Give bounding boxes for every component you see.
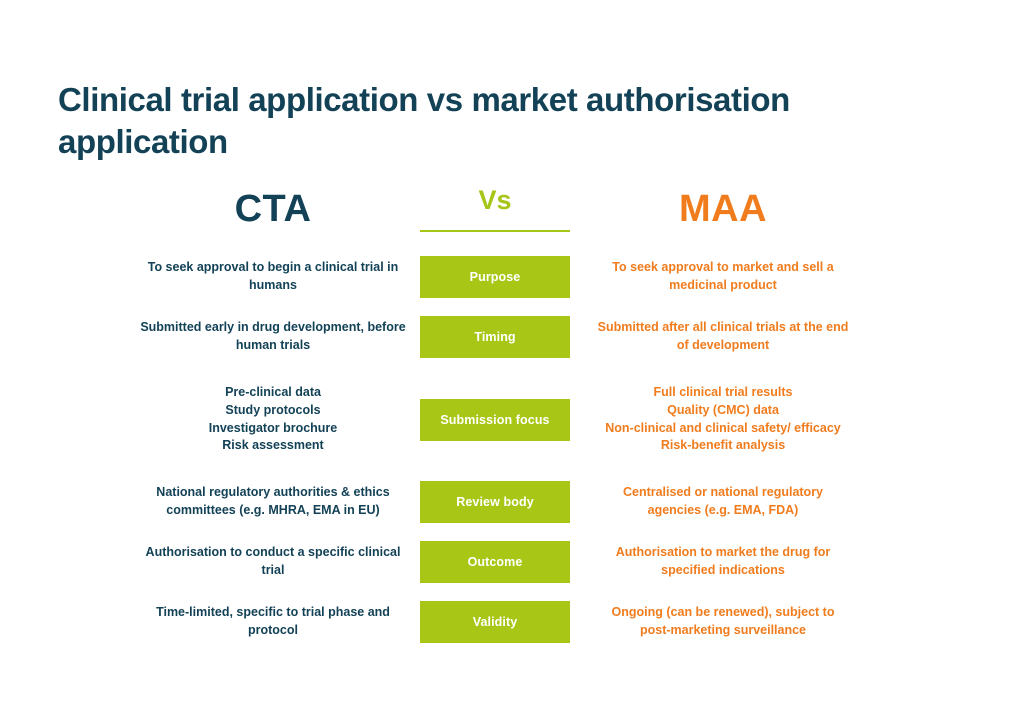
header-cell-vs: Vs xyxy=(420,184,570,232)
row-gap xyxy=(0,358,1024,384)
cta-cell: Submitted early in drug development, bef… xyxy=(140,320,406,352)
cta-cell: Time-limited, specific to trial phase an… xyxy=(156,605,390,637)
criterion-label: Review body xyxy=(420,481,570,523)
criterion-label: Submission focus xyxy=(420,398,570,441)
maa-cell: To seek approval to market and sell a me… xyxy=(612,260,834,292)
header-cell-cta: CTA xyxy=(140,190,420,228)
cta-cell: Authorisation to conduct a specific clin… xyxy=(145,545,401,577)
comparison-table: CTA Vs MAA To seek approval to begin a c… xyxy=(0,180,1024,643)
maa-cell: Ongoing (can be renewed), subject to pos… xyxy=(611,605,835,637)
cta-cell: Pre-clinical data Study protocols Invest… xyxy=(208,385,338,453)
header-label-maa: MAA xyxy=(678,188,768,230)
row-gap xyxy=(0,298,1024,316)
row-gap xyxy=(0,455,1024,481)
table-row: National regulatory authorities & ethics… xyxy=(0,481,1024,523)
criterion-label: Validity xyxy=(420,601,570,643)
vs-underline-divider xyxy=(420,229,570,232)
header-label-cta: CTA xyxy=(234,188,312,230)
table-row: Submitted early in drug development, bef… xyxy=(0,316,1024,358)
maa-cell: Full clinical trial results Quality (CMC… xyxy=(605,385,841,453)
criterion-label: Outcome xyxy=(420,541,570,583)
cta-cell: National regulatory authorities & ethics… xyxy=(156,485,390,517)
header-label-vs: Vs xyxy=(478,184,512,215)
criterion-label: Purpose xyxy=(420,256,570,298)
criterion-cell: Submission focus xyxy=(420,398,570,441)
maa-cell: Submitted after all clinical trials at t… xyxy=(597,320,849,352)
criterion-cell: Timing xyxy=(420,316,570,358)
header-cell-maa: MAA xyxy=(570,190,850,228)
maa-cell: Authorisation to market the drug for spe… xyxy=(615,545,831,577)
criterion-cell: Review body xyxy=(420,481,570,523)
row-gap xyxy=(0,583,1024,601)
page-title: Clinical trial application vs market aut… xyxy=(58,81,790,161)
row-gap xyxy=(0,523,1024,541)
maa-cell: Centralised or national regulatory agenc… xyxy=(622,485,824,517)
comparison-header-row: CTA Vs MAA xyxy=(0,180,1024,238)
criterion-cell: Validity xyxy=(420,601,570,643)
criterion-cell: Outcome xyxy=(420,541,570,583)
table-row: Pre-clinical data Study protocols Invest… xyxy=(0,384,1024,455)
table-row: Time-limited, specific to trial phase an… xyxy=(0,601,1024,643)
table-row: To seek approval to begin a clinical tri… xyxy=(0,256,1024,298)
cta-cell: To seek approval to begin a clinical tri… xyxy=(147,260,399,292)
criterion-cell: Purpose xyxy=(420,256,570,298)
table-row: Authorisation to conduct a specific clin… xyxy=(0,541,1024,583)
criterion-label: Timing xyxy=(420,316,570,358)
row-gap xyxy=(0,238,1024,256)
